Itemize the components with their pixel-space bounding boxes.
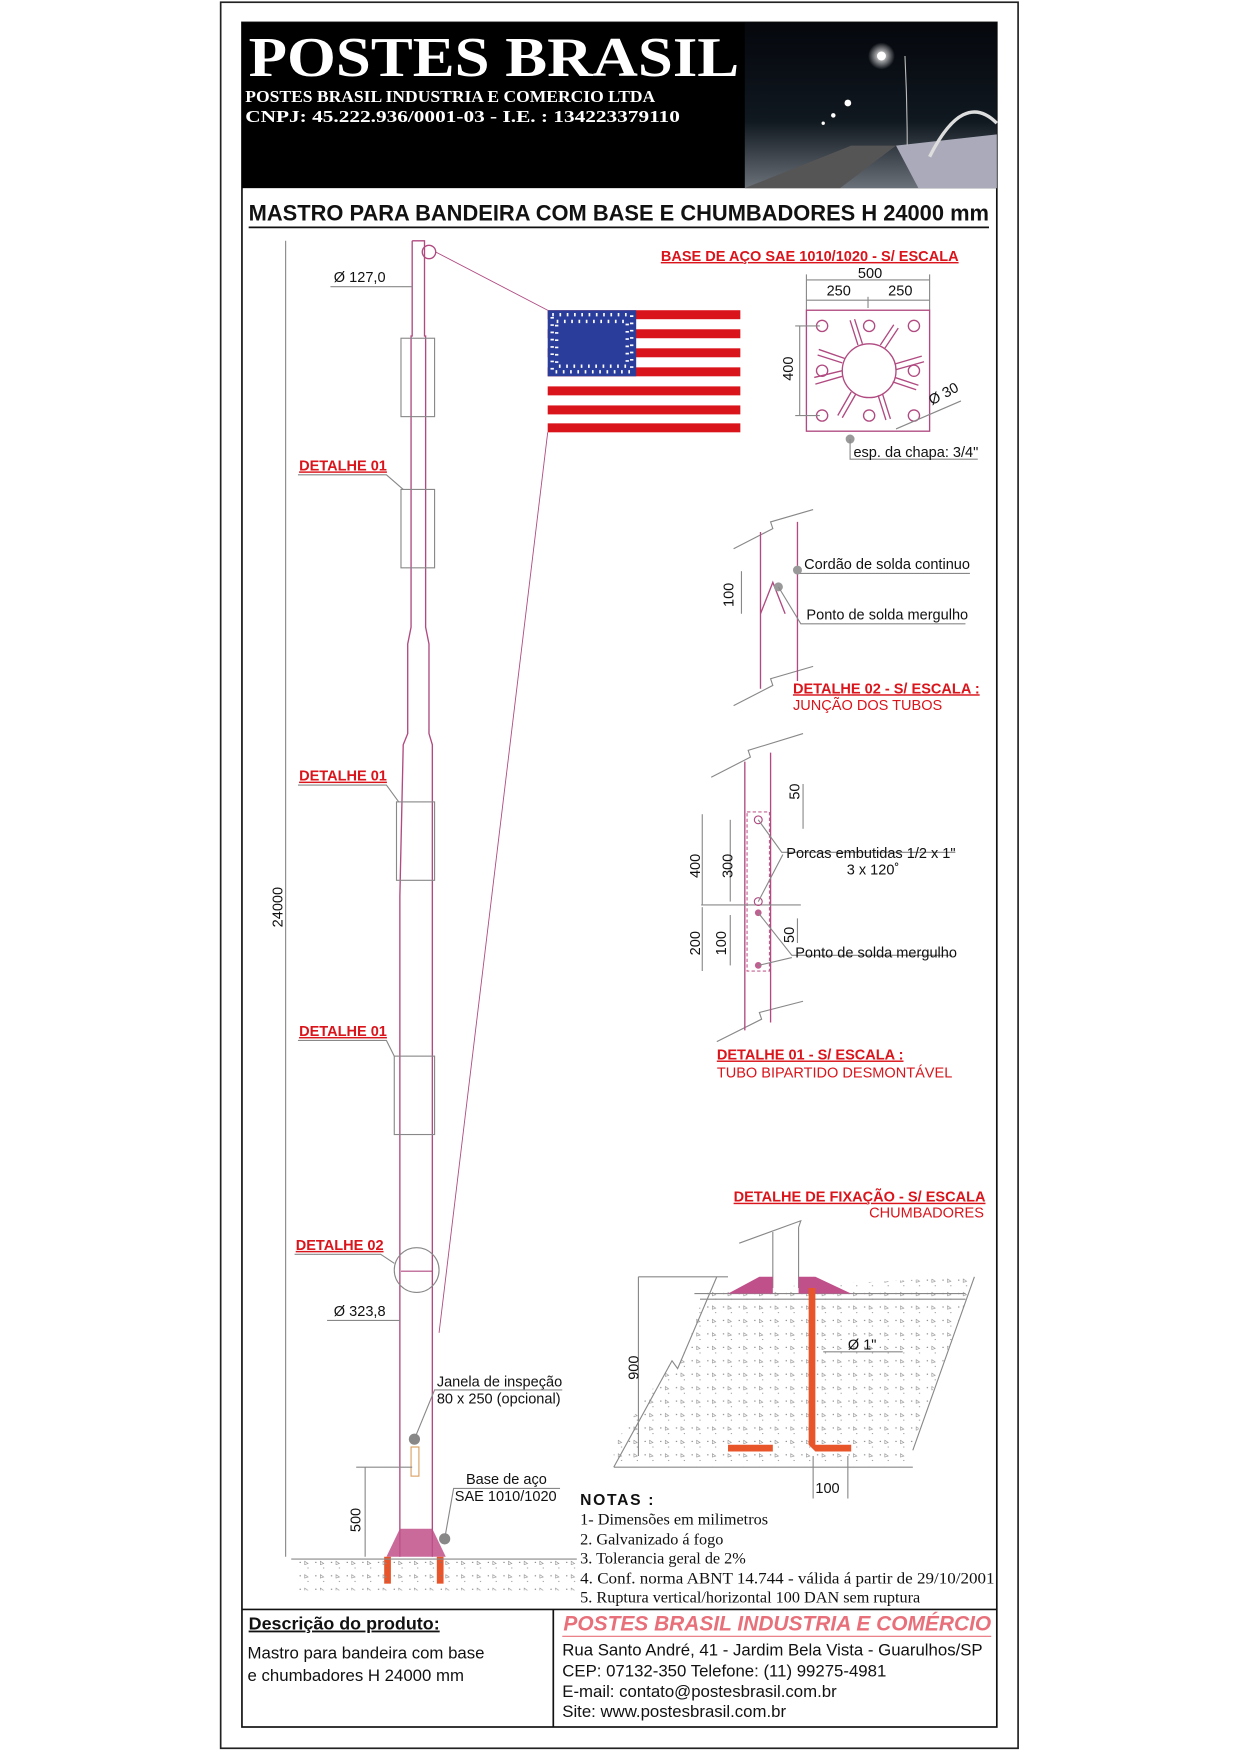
brand-logo: POSTES BRASIL [249,27,740,89]
base-plate-title: BASE DE AÇO SAE 1010/1020 - S/ ESCALA [661,249,959,265]
dim-100: 100 [714,931,730,955]
description-title: Descrição do produto: [249,1614,440,1634]
note-item: 5. Ruptura vertical/horizontal 100 DAN s… [580,1589,920,1607]
top-diameter: Ø 127,0 [334,270,386,286]
plate-half-dim: 250 [827,284,851,300]
dim-50: 50 [782,927,798,943]
note-item: 3. Tolerancia geral de 2% [580,1549,746,1567]
anchor-depth-dim: 900 [626,1356,642,1380]
fixation-subtitle: CHUMBADORES [869,1205,984,1221]
detail-02-circle [393,1247,440,1294]
detail-01-label[interactable]: DETALHE 01 [299,769,387,785]
company-title: POSTES BRASIL INDUSTRIA E COMÉRCIO [563,1611,991,1636]
inspection-window-label: Janela de inspeção [437,1375,562,1391]
dim-400: 400 [688,854,704,878]
plate-half-dim: 250 [888,284,912,300]
company-address: Rua Santo André, 41 - Jardim Bela Vista … [562,1640,982,1659]
bolt-diameter-dim: Ø 1" [848,1338,877,1354]
description-text: e chumbadores H 24000 mm [248,1666,464,1685]
nuts-label: Porcas embutidas 1/2 x 1" [786,846,955,862]
detail-02-title: DETALHE 02 - S/ ESCALA : [793,681,980,697]
notes: NOTAS : 1- Dimensões em milimetros 2. Ga… [580,1492,994,1606]
base-label: Base de aço [466,1472,547,1488]
weld-point-label: Ponto de solda mergulho [795,946,957,962]
dim-300: 300 [720,854,736,878]
dim-50: 50 [788,783,804,799]
joint-box [395,801,436,881]
detail-01-drawing: 50 400 300 200 100 50 Porcas embutidas 1… [688,733,957,1081]
detail-01-label[interactable]: DETALHE 01 [299,458,387,474]
note-item: 2. Galvanizado á fogo [580,1530,723,1548]
plate-width-dim: 500 [858,266,882,282]
bottom-diameter: Ø 323,8 [334,1304,386,1320]
company-site-link[interactable]: Site: www.postesbrasil.com.br [562,1702,786,1721]
company-contact: POSTES BRASIL INDUSTRIA E COMÉRCIO Rua S… [562,1611,991,1721]
product-description: Descrição do produto: Mastro para bandei… [248,1614,485,1686]
detail-01-title: DETALHE 01 - S/ ESCALA : [717,1047,904,1063]
inspection-window-size: 80 x 250 (opcional) [437,1391,561,1407]
detail-02-label[interactable]: DETALHE 02 [296,1238,384,1254]
flag-pole [291,240,577,1591]
note-item: 1- Dimensões em milimetros [580,1510,768,1528]
joint-box [393,1055,436,1136]
detail-02-drawing: Cordão de solda continuo Ponto de solda … [722,509,980,714]
detail-01-subtitle: TUBO BIPARTIDO DESMONTÁVEL [717,1064,953,1081]
outer-border [219,1,1019,1750]
plate-height-dim: 400 [781,357,797,381]
street-photo [744,22,998,189]
base-height-dim: 500 [349,1508,365,1532]
company-email-link[interactable]: E-mail: contato@postesbrasil.com.br [562,1682,837,1701]
detail-01-label[interactable]: DETALHE 01 [299,1024,387,1040]
hole-diameter-dim: Ø 30 [926,380,961,409]
company-name: POSTES BRASIL INDUSTRIA E COMERCIO LTDA [245,87,655,106]
detail-02-dim: 100 [722,583,738,607]
dim-200: 200 [688,931,704,955]
weld-point-label: Ponto de solda mergulho [806,607,968,623]
fixation-detail: DETALHE DE FIXAÇÃO - S/ ESCALA CHUMBADOR… [613,1188,986,1499]
pole-height-dim: 24000 [270,887,286,927]
joint-box [400,337,436,418]
description-text: Mastro para bandeira com base [248,1644,485,1663]
weld-bead-label: Cordão de solda continuo [804,557,970,573]
company-phone: CEP: 07132-350 Telefone: (11) 99275-4981 [562,1662,886,1681]
header-banner: POSTES BRASIL POSTES BRASIL INDUSTRIA E … [241,22,998,189]
us-flag [547,310,741,433]
note-item: 4. Conf. norma ABNT 14.744 - válida á pa… [580,1570,994,1588]
plate-thickness: esp. da chapa: 3/4" [853,445,978,461]
base-material: SAE 1010/1020 [455,1489,557,1505]
page-title: MASTRO PARA BANDEIRA COM BASE E CHUMBADO… [249,201,989,226]
company-registration: CNPJ: 45.222.936/0001-03 - I.E. : 134223… [245,107,680,126]
hook-length-dim: 100 [815,1481,839,1497]
fixation-title: DETALHE DE FIXAÇÃO - S/ ESCALA [734,1188,986,1206]
notes-title: NOTAS : [580,1492,655,1509]
ground [296,1559,577,1591]
nuts-count: 3 x 120˚ [847,863,900,879]
joint-box [400,488,436,569]
detail-02-subtitle: JUNÇÃO DOS TUBOS [793,697,943,714]
